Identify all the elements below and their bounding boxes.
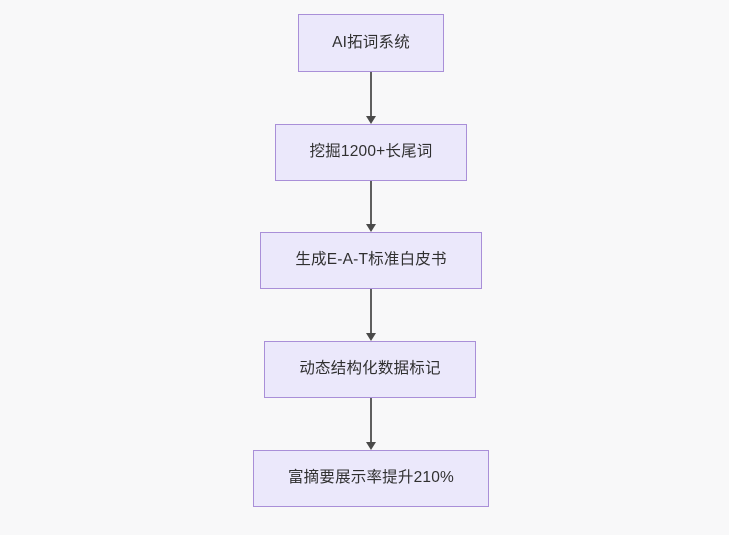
flowchart-node-rich-snippet-impression-lift[interactable]: 富摘要展示率提升210% (253, 450, 489, 507)
flowchart-node-label: AI拓词系统 (332, 33, 410, 51)
flowchart-connector-4 (365, 398, 377, 450)
connector-line (370, 289, 372, 334)
flowchart-connector-3 (365, 289, 377, 341)
flowchart-connector-1 (365, 72, 377, 124)
arrow-head-icon (366, 442, 376, 450)
flowchart-node-generate-eat-whitepaper[interactable]: 生成E-A-T标准白皮书 (260, 232, 482, 289)
arrow-head-icon (366, 333, 376, 341)
flowchart-connector-2 (365, 181, 377, 232)
flowchart-node-label: 生成E-A-T标准白皮书 (295, 251, 447, 269)
arrow-head-icon (366, 116, 376, 124)
flowchart-node-mine-longtail-keywords[interactable]: 挖掘1200+长尾词 (275, 124, 467, 181)
flowchart-node-label: 挖掘1200+长尾词 (309, 143, 433, 161)
flowchart-node-label: 动态结构化数据标记 (299, 360, 441, 378)
arrow-head-icon (366, 224, 376, 232)
connector-line (370, 398, 372, 443)
flowchart-node-label: 富摘要展示率提升210% (287, 469, 455, 487)
connector-line (370, 72, 372, 117)
connector-line (370, 181, 372, 225)
flowchart-node-ai-keyword-system[interactable]: AI拓词系统 (298, 14, 444, 72)
flowchart-node-dynamic-structured-data-markup[interactable]: 动态结构化数据标记 (264, 341, 476, 398)
